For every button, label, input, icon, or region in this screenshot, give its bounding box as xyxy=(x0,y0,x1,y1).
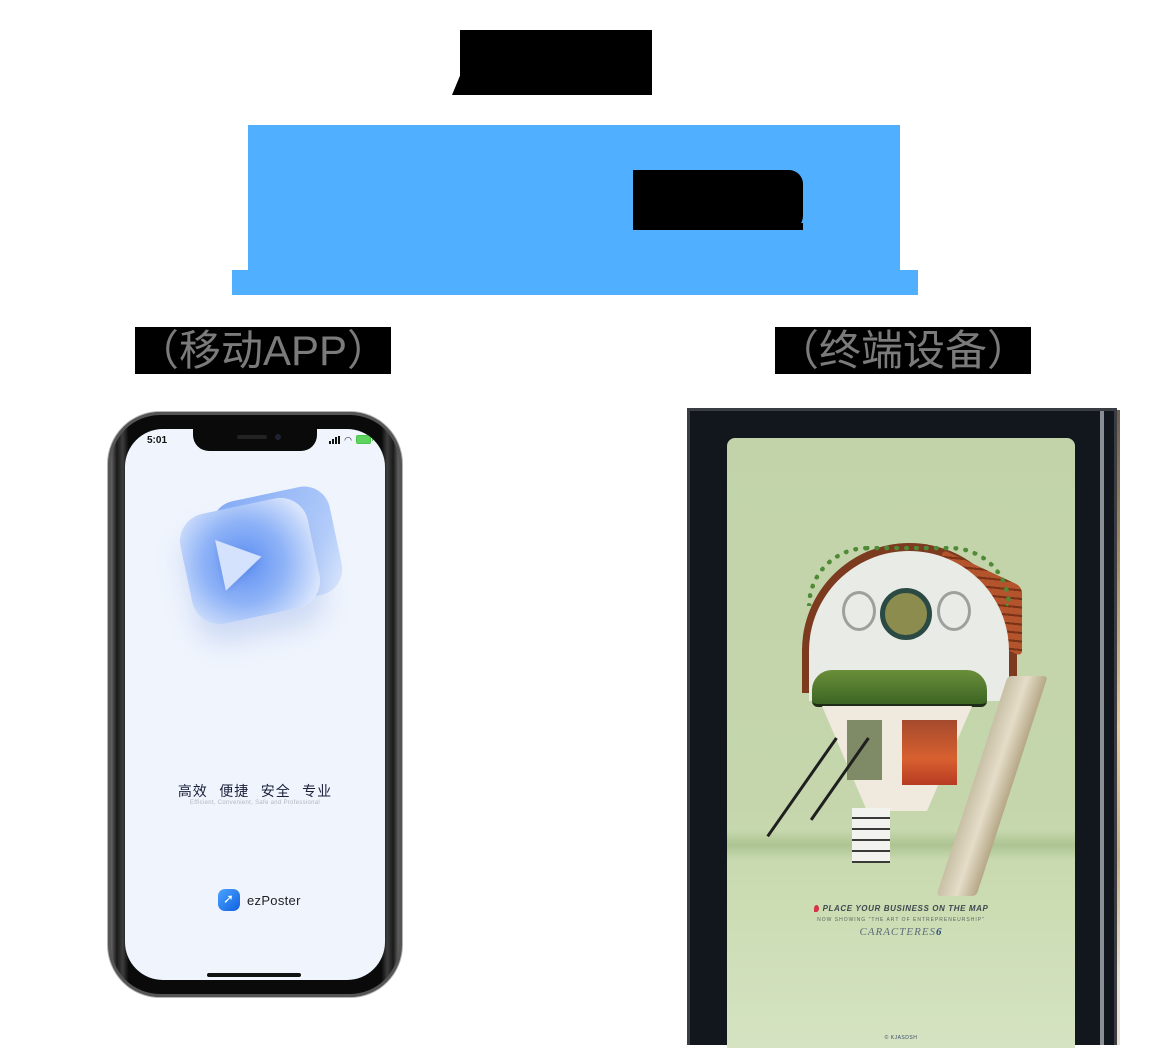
stairs xyxy=(852,808,890,863)
label-mobile-app: （移动APP） xyxy=(135,327,392,374)
poster-headline: PLACE YOUR BUSINESS ON THE MAP xyxy=(727,904,1075,913)
poster-subline: NOW SHOWING "THE ART OF ENTREPRENEURSHIP… xyxy=(817,917,985,923)
terminal-frame-edge xyxy=(1100,411,1104,1045)
signal-icon xyxy=(329,435,341,444)
ornament-right xyxy=(937,591,971,631)
status-icons: ◠ xyxy=(329,434,373,445)
flower-display xyxy=(902,720,957,785)
map-pin-icon xyxy=(813,905,819,913)
slogan-english: Efficient, Convenient, Safe and Professi… xyxy=(189,800,321,806)
signage-terminal: PLACE YOUR BUSINESS ON THE MAP NOW SHOWI… xyxy=(687,408,1117,1048)
round-window xyxy=(880,588,932,640)
green-awning xyxy=(812,670,987,707)
blue-banner xyxy=(248,125,900,275)
blue-banner-base xyxy=(232,270,918,295)
brand: ezPoster xyxy=(218,889,301,911)
phone-screen: 5:01 ◠ 高效 便捷 安全 专业 Efficient, Convenient… xyxy=(125,429,385,980)
poster-footer: © KJASDSH xyxy=(884,1035,918,1041)
stair-rail xyxy=(766,737,838,838)
poster-logo: CARACTERES6 xyxy=(859,926,943,938)
ornament-left xyxy=(842,591,876,631)
redacted-banner-text xyxy=(633,170,803,230)
status-time: 5:01 xyxy=(147,435,168,446)
home-indicator xyxy=(207,973,301,977)
phone-notch xyxy=(193,429,317,451)
shop-shelf xyxy=(847,720,882,780)
battery-icon xyxy=(356,435,373,444)
speaker-icon xyxy=(237,435,267,439)
poster-floor-shadow xyxy=(727,830,1075,860)
camera-icon xyxy=(275,434,281,440)
wifi-icon: ◠ xyxy=(344,434,352,445)
brand-name: ezPoster xyxy=(247,892,301,908)
redacted-banner-text-foot xyxy=(633,223,803,230)
phone-mockup: 5:01 ◠ 高效 便捷 安全 专业 Efficient, Convenient… xyxy=(108,412,402,997)
redacted-title-block xyxy=(460,30,652,95)
ezposter-logo-icon xyxy=(218,889,240,911)
slogan-chinese: 高效 便捷 安全 专业 xyxy=(177,784,333,800)
redacted-title-tail xyxy=(452,66,464,95)
terminal-screen: PLACE YOUR BUSINESS ON THE MAP NOW SHOWI… xyxy=(727,438,1075,1048)
label-terminal-device: （终端设备） xyxy=(775,327,1032,374)
